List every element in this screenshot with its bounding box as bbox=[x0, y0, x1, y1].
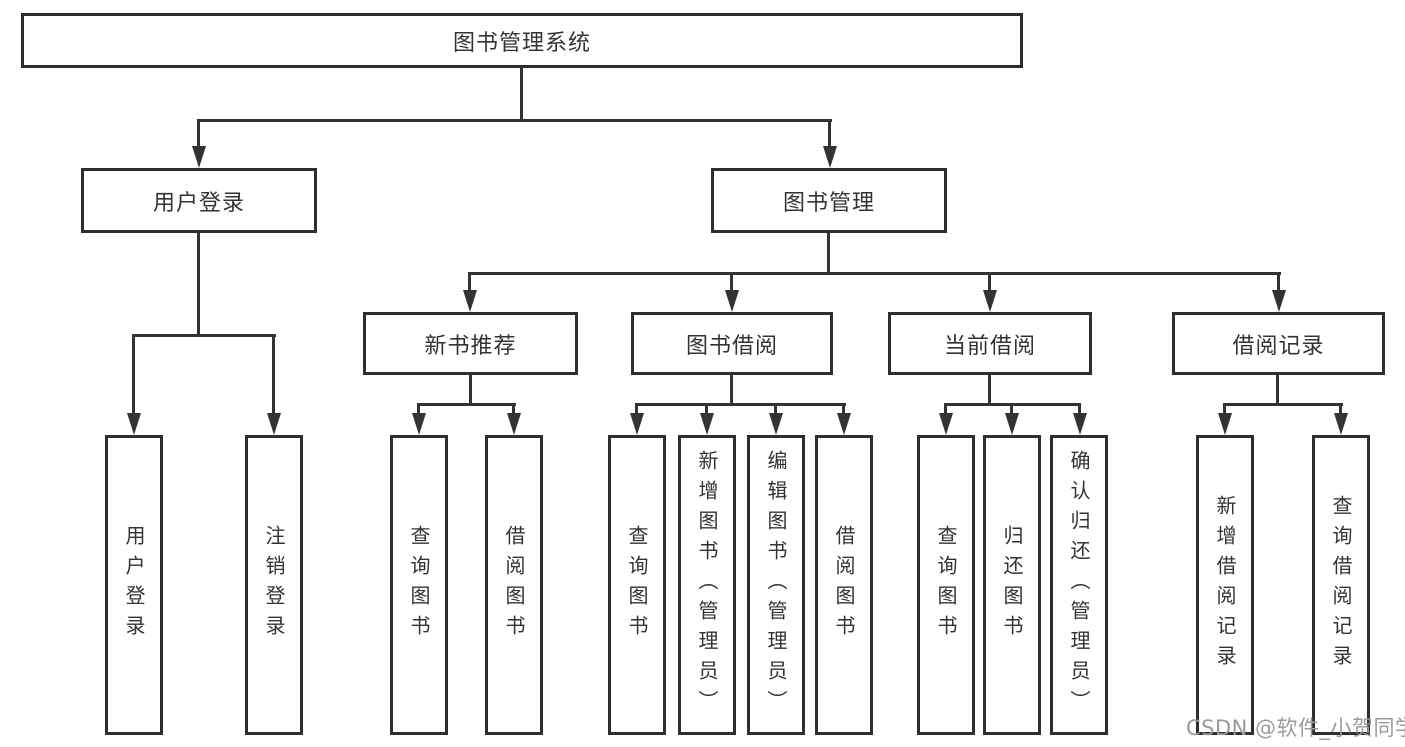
connector-line bbox=[468, 272, 471, 292]
connector-line bbox=[468, 272, 1281, 275]
arrow-down-icon bbox=[983, 290, 997, 312]
arrow-down-icon bbox=[823, 146, 837, 168]
node-label: 归还图书 bbox=[1000, 525, 1024, 645]
node-library-management-system: 图书管理系统 bbox=[21, 13, 1023, 68]
arrow-down-icon bbox=[837, 413, 851, 435]
node-label: 图书借阅 bbox=[685, 333, 778, 359]
connector-line bbox=[635, 403, 846, 406]
node-book-borrow: 图书借阅 bbox=[631, 312, 833, 375]
connector-line bbox=[730, 272, 733, 292]
connector-line bbox=[705, 403, 708, 416]
node-borrow-records: 借阅记录 bbox=[1172, 312, 1385, 375]
leaf-confirm-return-admin: 确认归还（管理员） bbox=[1050, 435, 1108, 735]
arrow-down-icon bbox=[412, 413, 426, 435]
connector-line bbox=[197, 233, 200, 337]
node-label: 图书管理 bbox=[782, 190, 875, 216]
node-label: 借阅图书 bbox=[502, 525, 526, 645]
leaf-edit-books-admin: 编辑图书（管理员） bbox=[747, 435, 805, 735]
arrow-down-icon bbox=[700, 413, 714, 435]
connector-line bbox=[730, 375, 733, 406]
arrow-down-icon bbox=[1218, 413, 1232, 435]
connector-line bbox=[520, 68, 523, 122]
node-label: 查询图书 bbox=[934, 525, 958, 645]
arrow-down-icon bbox=[507, 413, 521, 435]
node-label: 新增借阅记录 bbox=[1213, 495, 1237, 675]
node-label: 查询图书 bbox=[407, 525, 431, 645]
connector-line bbox=[512, 403, 515, 416]
arrow-down-icon bbox=[630, 413, 644, 435]
node-user-login: 用户登录 bbox=[81, 168, 317, 233]
connector-line bbox=[1277, 272, 1280, 292]
arrow-down-icon bbox=[1334, 413, 1348, 435]
node-label: 查询借阅记录 bbox=[1329, 495, 1353, 675]
leaf-add-books-admin: 新增图书（管理员） bbox=[678, 435, 736, 735]
connector-line bbox=[1078, 403, 1081, 416]
leaf-user-login: 用户登录 bbox=[105, 435, 163, 735]
arrow-down-icon bbox=[127, 413, 141, 435]
leaf-query-books-recommend: 查询图书 bbox=[390, 435, 448, 735]
connector-line bbox=[988, 272, 991, 292]
connector-line bbox=[1339, 403, 1342, 416]
connector-line bbox=[132, 334, 276, 337]
arrow-down-icon bbox=[1272, 290, 1286, 312]
connector-line bbox=[1010, 403, 1013, 416]
connector-line bbox=[1223, 403, 1226, 416]
connector-line bbox=[197, 119, 832, 122]
connector-line bbox=[1276, 375, 1279, 406]
node-label: 编辑图书（管理员） bbox=[764, 450, 788, 720]
node-label: 确认归还（管理员） bbox=[1067, 450, 1091, 720]
arrow-down-icon bbox=[267, 413, 281, 435]
leaf-logout: 注销登录 bbox=[245, 435, 303, 735]
leaf-borrow-books-recommend: 借阅图书 bbox=[485, 435, 543, 735]
arrow-down-icon bbox=[1005, 413, 1019, 435]
node-new-book-recommend: 新书推荐 bbox=[363, 312, 578, 375]
connector-line bbox=[197, 119, 200, 149]
connector-line bbox=[828, 119, 831, 149]
leaf-query-books-borrow: 查询图书 bbox=[608, 435, 666, 735]
connector-line bbox=[417, 403, 420, 416]
leaf-borrow-books: 借阅图书 bbox=[815, 435, 873, 735]
node-current-borrow: 当前借阅 bbox=[888, 312, 1092, 375]
leaf-add-borrow-record: 新增借阅记录 bbox=[1196, 435, 1254, 735]
arrow-down-icon bbox=[939, 413, 953, 435]
connector-line bbox=[132, 334, 135, 416]
connector-line bbox=[988, 375, 991, 406]
leaf-query-books-current: 查询图书 bbox=[917, 435, 975, 735]
node-label: 用户登录 bbox=[122, 525, 146, 645]
node-book-management: 图书管理 bbox=[711, 168, 947, 233]
connector-line bbox=[635, 403, 638, 416]
node-label: 新增图书（管理员） bbox=[695, 450, 719, 720]
node-label: 用户登录 bbox=[152, 190, 245, 216]
arrow-down-icon bbox=[1073, 413, 1087, 435]
leaf-query-borrow-record: 查询借阅记录 bbox=[1312, 435, 1370, 735]
connector-line bbox=[1223, 403, 1343, 406]
connector-line bbox=[774, 403, 777, 416]
csdn-watermark: CSDN @软件_小贺同学 bbox=[1186, 716, 1405, 740]
connector-line bbox=[944, 403, 947, 416]
connector-line bbox=[469, 375, 472, 406]
arrow-down-icon bbox=[192, 146, 206, 168]
node-label: 当前借阅 bbox=[943, 333, 1036, 359]
node-label: 借阅记录 bbox=[1232, 333, 1325, 359]
node-label: 借阅图书 bbox=[832, 525, 856, 645]
arrow-down-icon bbox=[463, 290, 477, 312]
connector-line bbox=[417, 403, 516, 406]
arrow-down-icon bbox=[725, 290, 739, 312]
connector-line bbox=[842, 403, 845, 416]
node-label: 查询图书 bbox=[625, 525, 649, 645]
node-label: 注销登录 bbox=[262, 525, 286, 645]
arrow-down-icon bbox=[769, 413, 783, 435]
connector-line bbox=[827, 233, 830, 275]
connector-line bbox=[272, 334, 275, 416]
node-label: 图书管理系统 bbox=[452, 30, 591, 56]
node-label: 新书推荐 bbox=[424, 333, 517, 359]
leaf-return-books: 归还图书 bbox=[983, 435, 1041, 735]
